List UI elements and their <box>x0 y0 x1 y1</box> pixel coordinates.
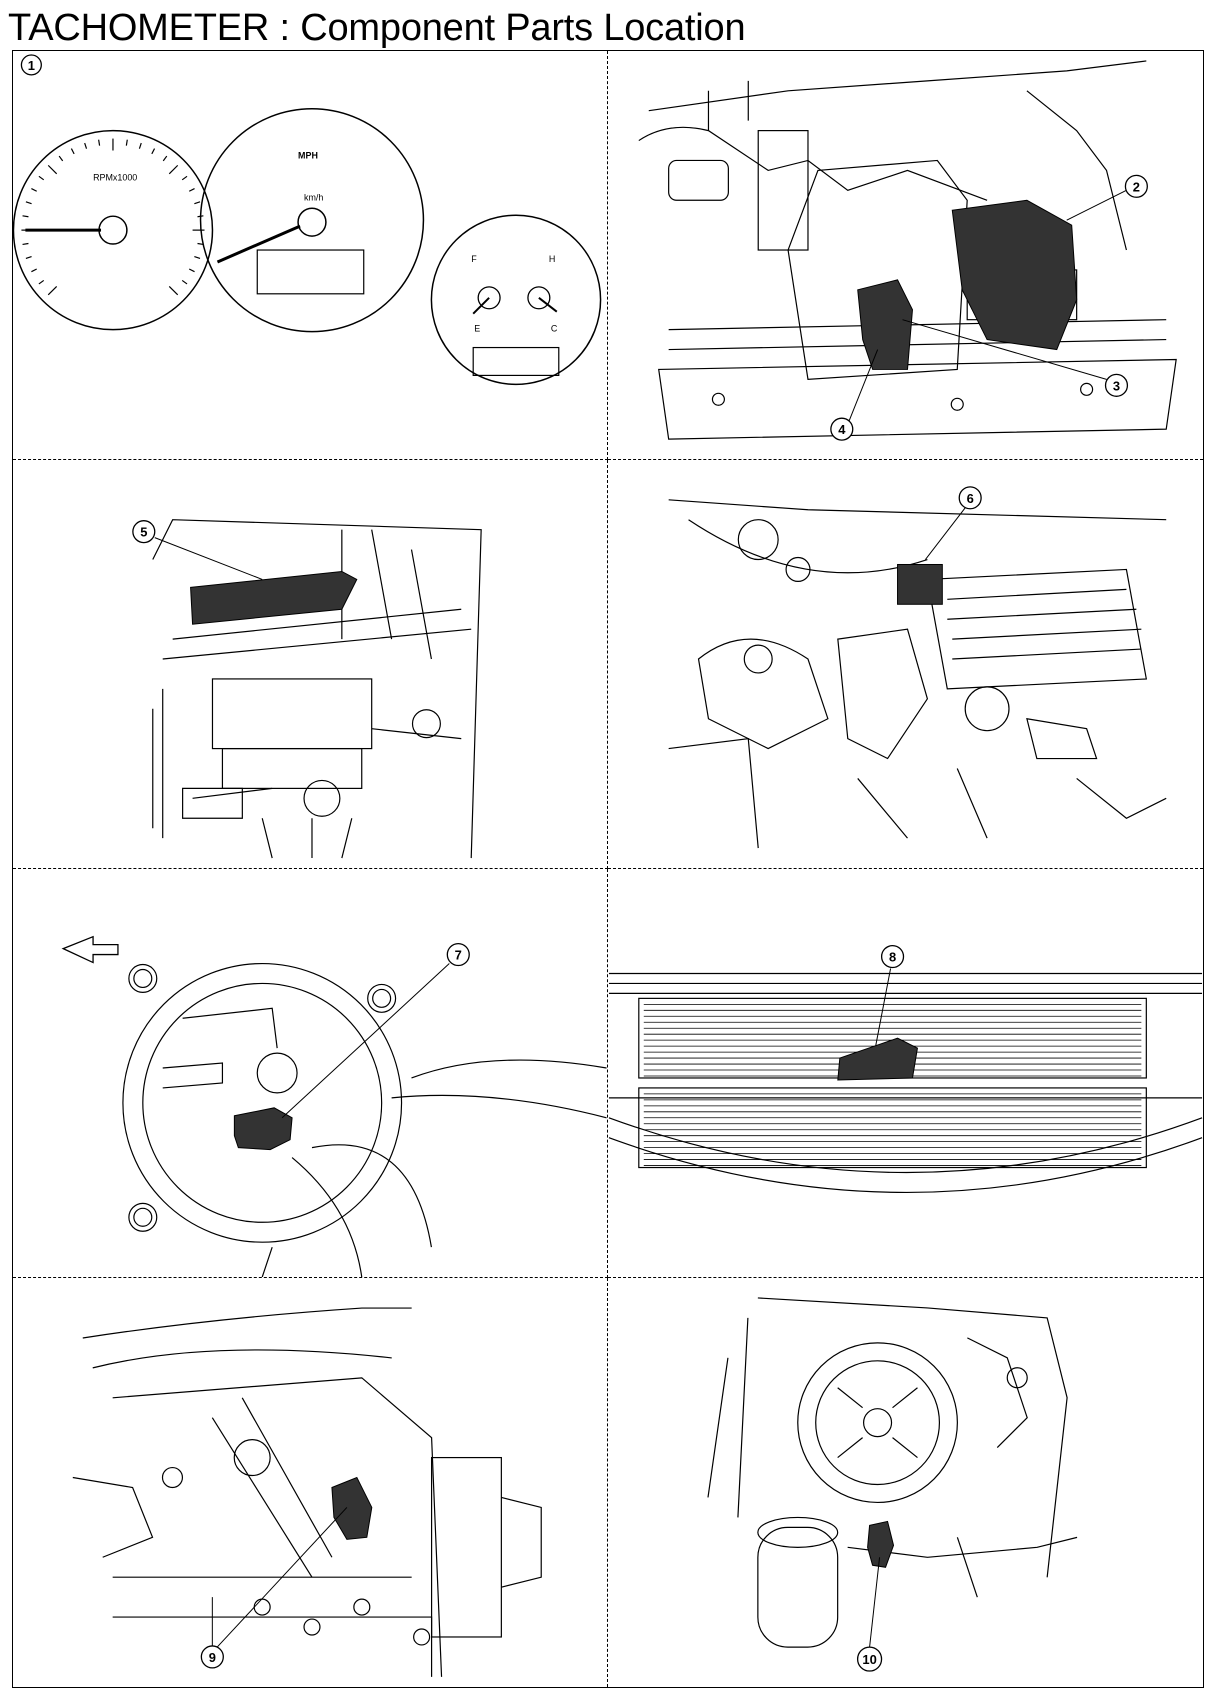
svg-text:F: F <box>471 254 477 264</box>
tacho-tick <box>47 285 58 296</box>
ipdm-shaded <box>951 199 1078 351</box>
diagram-grid: 1 RPMx1000 MPH km/h <box>12 50 1204 1688</box>
callout-1: 1 <box>20 54 42 76</box>
callout-4: 4 <box>830 417 854 441</box>
svg-text:MPH: MPH <box>298 150 318 160</box>
tacho-tick <box>25 201 32 205</box>
callout-10: 10 <box>856 1646 883 1672</box>
tacho-tick <box>70 148 75 155</box>
panel-crank-pulley: 10 <box>608 1278 1203 1687</box>
svg-text:5: 5 <box>140 525 147 540</box>
tacho-tick <box>197 242 204 246</box>
tacho-tick <box>168 164 179 175</box>
tacho-tick <box>38 279 45 285</box>
svg-text:H: H <box>549 254 555 264</box>
panel-front-grille: 8 <box>608 869 1203 1278</box>
fuse-box-shaded <box>857 279 913 370</box>
speedometer-gauge: MPH km/h <box>199 107 425 333</box>
tacho-tick <box>38 175 45 181</box>
front-arrow-icon <box>61 935 119 964</box>
tacho-tick <box>181 279 188 285</box>
steering-column-drawing: 5 <box>132 519 482 859</box>
tacho-tick <box>31 188 37 192</box>
svg-text:4: 4 <box>838 422 846 437</box>
panel-combination-meter: 1 RPMx1000 MPH km/h <box>13 51 608 460</box>
svg-text:7: 7 <box>455 948 462 963</box>
front-grille-drawing: 8 <box>608 944 1203 1193</box>
crank-pulley-drawing: 10 <box>707 1297 1078 1672</box>
tacho-tick <box>47 164 58 175</box>
panel-engine-room: 2 3 4 <box>608 51 1203 460</box>
callout-6: 6 <box>958 486 982 510</box>
tacho-tick <box>194 201 201 205</box>
panel-steering-column: 5 <box>13 460 608 869</box>
svg-text:6: 6 <box>967 491 974 506</box>
svg-text:km/h: km/h <box>304 192 323 202</box>
sensor-shaded <box>897 563 943 605</box>
tachometer-gauge: RPMx1000 <box>13 129 214 331</box>
engine-side-drawing: 9 <box>72 1307 542 1677</box>
ambient-sensor-shaded <box>837 1037 918 1081</box>
bcm-shaded <box>190 570 358 625</box>
tacho-tick <box>151 148 156 155</box>
tacho-tick <box>168 285 179 296</box>
tacho-tick <box>188 188 195 192</box>
tacho-tick <box>58 155 64 162</box>
callout-5: 5 <box>132 520 156 544</box>
tacho-tick <box>188 268 195 273</box>
tacho-tick <box>125 139 128 146</box>
svg-text:1: 1 <box>28 58 35 73</box>
svg-text:2: 2 <box>1133 179 1140 194</box>
panel-engine-side: 9 <box>13 1278 608 1687</box>
fuel-pump-drawing: 7 <box>61 935 607 1277</box>
svg-text:RPMx1000: RPMx1000 <box>93 172 137 182</box>
callout-8: 8 <box>880 944 905 969</box>
panel-engine-bay-sensor: 6 <box>608 460 1203 869</box>
fuel-level-sensor-shaded <box>233 1107 293 1151</box>
cam-position-sensor-shaded <box>331 1476 373 1540</box>
tacho-tick <box>98 139 101 146</box>
tacho-tick <box>31 268 37 273</box>
svg-text:9: 9 <box>209 1650 216 1665</box>
crank-position-sensor-shaded <box>867 1520 895 1568</box>
callout-7: 7 <box>446 942 470 967</box>
page-title: TACHOMETER : Component Parts Location <box>8 7 746 49</box>
svg-text:E: E <box>474 324 480 334</box>
callout-2: 2 <box>1124 174 1148 198</box>
combination-meter-drawing: 1 RPMx1000 MPH km/h <box>13 54 602 386</box>
svg-text:3: 3 <box>1113 378 1120 393</box>
panel-fuel-pump: 7 <box>13 869 608 1278</box>
tacho-tick <box>22 242 29 246</box>
svg-text:10: 10 <box>862 1652 876 1667</box>
tacho-tick <box>194 255 201 259</box>
tacho-tick <box>84 142 88 149</box>
callout-9: 9 <box>200 1645 224 1669</box>
callout-3: 3 <box>1104 373 1129 397</box>
tacho-tick <box>162 155 168 162</box>
tacho-tick <box>25 255 32 259</box>
engine-room-drawing: 2 3 4 <box>638 60 1177 441</box>
engine-bay-sensor-drawing: 6 <box>668 486 1167 849</box>
svg-text:8: 8 <box>889 950 896 965</box>
tacho-tick <box>22 215 29 218</box>
tacho-tick <box>138 142 142 149</box>
tacho-tick <box>181 175 188 181</box>
fuel-temp-gauge: F E H C <box>430 214 602 386</box>
svg-text:C: C <box>551 324 558 334</box>
